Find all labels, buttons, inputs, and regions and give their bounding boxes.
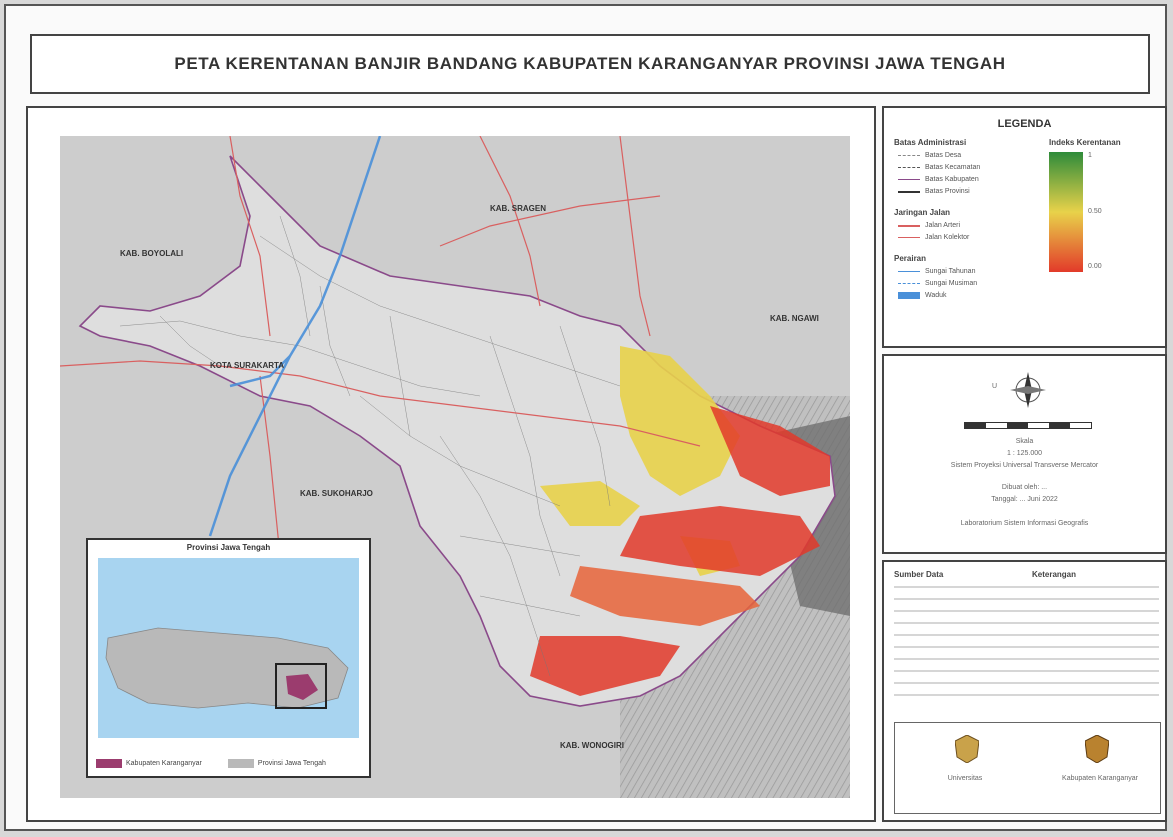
university-logo-icon [955, 735, 979, 763]
legend-water-header: Perairan [894, 254, 927, 263]
logo-left-caption: Universitas [947, 775, 983, 782]
line-symbol [898, 237, 920, 238]
legend-admin-4-label: Batas Provinsi [925, 188, 970, 195]
legend-water-2: Sungai Musiman [898, 280, 977, 287]
legend-road-2-label: Jalan Kolektor [925, 234, 970, 241]
legend-water-2-label: Sungai Musiman [925, 280, 978, 287]
zone-high-4 [530, 636, 680, 696]
inset-title: Provinsi Jawa Tengah [186, 543, 271, 552]
map-sheet: PETA KERENTANAN BANJIR BANDANG KABUPATEN… [4, 4, 1167, 831]
inset-legend-swatch-a [96, 759, 122, 768]
legend-road-2: Jalan Kolektor [898, 234, 969, 241]
zone-high-1 [710, 406, 830, 496]
regency-logo-icon [1085, 735, 1109, 763]
legend-box: LEGENDA Batas Administrasi Batas Desa Ba… [882, 106, 1167, 348]
sources-box: Sumber Data Keterangan Universitas Kabup… [882, 560, 1167, 822]
legend-scale-mid: 0.50 [1088, 208, 1102, 215]
rivers [208, 136, 382, 537]
line-symbol [898, 155, 920, 156]
zone-high-3 [570, 566, 760, 626]
north-label: U [992, 383, 998, 390]
line-symbol [898, 224, 920, 227]
line-symbol [898, 271, 920, 272]
inset-legend: Kabupaten Karanganyar Provinsi Jawa Teng… [96, 759, 326, 768]
label-wonogiri: KAB. WONOGIRI [560, 741, 624, 750]
author-text: Dibuat oleh: ... [1001, 484, 1048, 491]
legend-admin-2: Batas Kecamatan [898, 164, 980, 171]
label-boyolali: KAB. BOYOLALI [120, 249, 183, 258]
line-symbol [898, 283, 920, 284]
legend-water-1: Sungai Tahunan [898, 268, 975, 275]
inset-legend-swatch-b [227, 759, 254, 768]
legend-admin-3: Batas Kabupaten [898, 176, 979, 183]
scale-value: 1 : 125.000 [1006, 450, 1043, 457]
legend-scale-low: 0.00 [1088, 263, 1102, 270]
legend-road-header: Jaringan Jalan [894, 208, 951, 217]
legend-admin-4: Batas Provinsi [898, 188, 970, 195]
legend-water-3: Waduk [898, 292, 947, 299]
logo-box: Universitas Kabupaten Karanganyar [894, 722, 1161, 814]
logo-right-caption: Kabupaten Karanganyar [1062, 775, 1138, 782]
sources-text-lines [894, 586, 1159, 706]
legend-water-3-label: Waduk [925, 292, 947, 299]
label-surakarta: KOTA SURAKARTA [210, 361, 284, 370]
sources-header-left: Sumber Data [894, 570, 944, 579]
legend-admin-3-label: Batas Kabupaten [925, 176, 979, 183]
map-title: PETA KERENTANAN BANJIR BANDANG KABUPATEN… [174, 54, 1006, 73]
legend-water-1-label: Sungai Tahunan [925, 268, 976, 275]
line-symbol [898, 190, 920, 193]
inset-legend-b: Provinsi Jawa Tengah [257, 760, 326, 767]
legend-road-1: Jalan Arteri [898, 222, 960, 229]
projection-text: Sistem Proyeksi Universal Transverse Mer… [950, 462, 1099, 469]
north-arrow-icon [1010, 372, 1046, 408]
right-panel: LEGENDA Batas Administrasi Batas Desa Ba… [882, 106, 1167, 822]
line-symbol [898, 179, 920, 180]
village-boundaries [119, 215, 621, 677]
inset-svg [98, 558, 359, 738]
legend-admin-2-label: Batas Kecamatan [925, 164, 981, 171]
inset-legend-a: Kabupaten Karanganyar [126, 760, 202, 767]
zone-medium-2 [540, 481, 640, 526]
line-symbol [898, 167, 920, 168]
inset-highlight-box [275, 663, 327, 709]
district-karanganyar [78, 155, 836, 707]
legend-admin-header: Batas Administrasi [894, 138, 967, 147]
label-sragen: KAB. SRAGEN [490, 204, 546, 213]
info-box: U Skala 1 : 125.000 Sistem Proyeksi Univ… [882, 354, 1167, 554]
scale-bar [964, 422, 1092, 429]
inset-karanganyar [286, 674, 318, 700]
sources-header-right: Keterangan [1032, 570, 1077, 579]
agency-text: Laboratorium Sistem Informasi Geografis [960, 520, 1089, 527]
title-box: PETA KERENTANAN BANJIR BANDANG KABUPATEN… [30, 34, 1150, 94]
legend-road-1-label: Jalan Arteri [925, 222, 961, 229]
scale-label: Skala [1015, 438, 1034, 445]
zone-high-2 [620, 506, 820, 576]
legend-admin-1-label: Batas Desa [925, 152, 962, 159]
label-sukoharjo: KAB. SUKOHARJO [300, 489, 373, 498]
zone-medium-1 [620, 346, 740, 496]
legend-color-ramp [1049, 152, 1083, 272]
label-ngawi: KAB. NGAWI [770, 314, 819, 323]
date-text: Tanggal: ... Juni 2022 [991, 496, 1058, 503]
main-map-frame[interactable]: KAB. SRAGEN KAB. BOYOLALI KOTA SURAKARTA… [26, 106, 876, 822]
inset-map[interactable]: Provinsi Jawa Tengah Kabupaten Karangany… [86, 538, 371, 778]
area-symbol [898, 292, 920, 299]
legend-title: LEGENDA [997, 118, 1052, 130]
legend-scale-header: Indeks Kerentanan [1049, 138, 1121, 147]
legend-scale-high: 1 [1088, 152, 1092, 159]
legend-admin-1: Batas Desa [898, 152, 961, 159]
